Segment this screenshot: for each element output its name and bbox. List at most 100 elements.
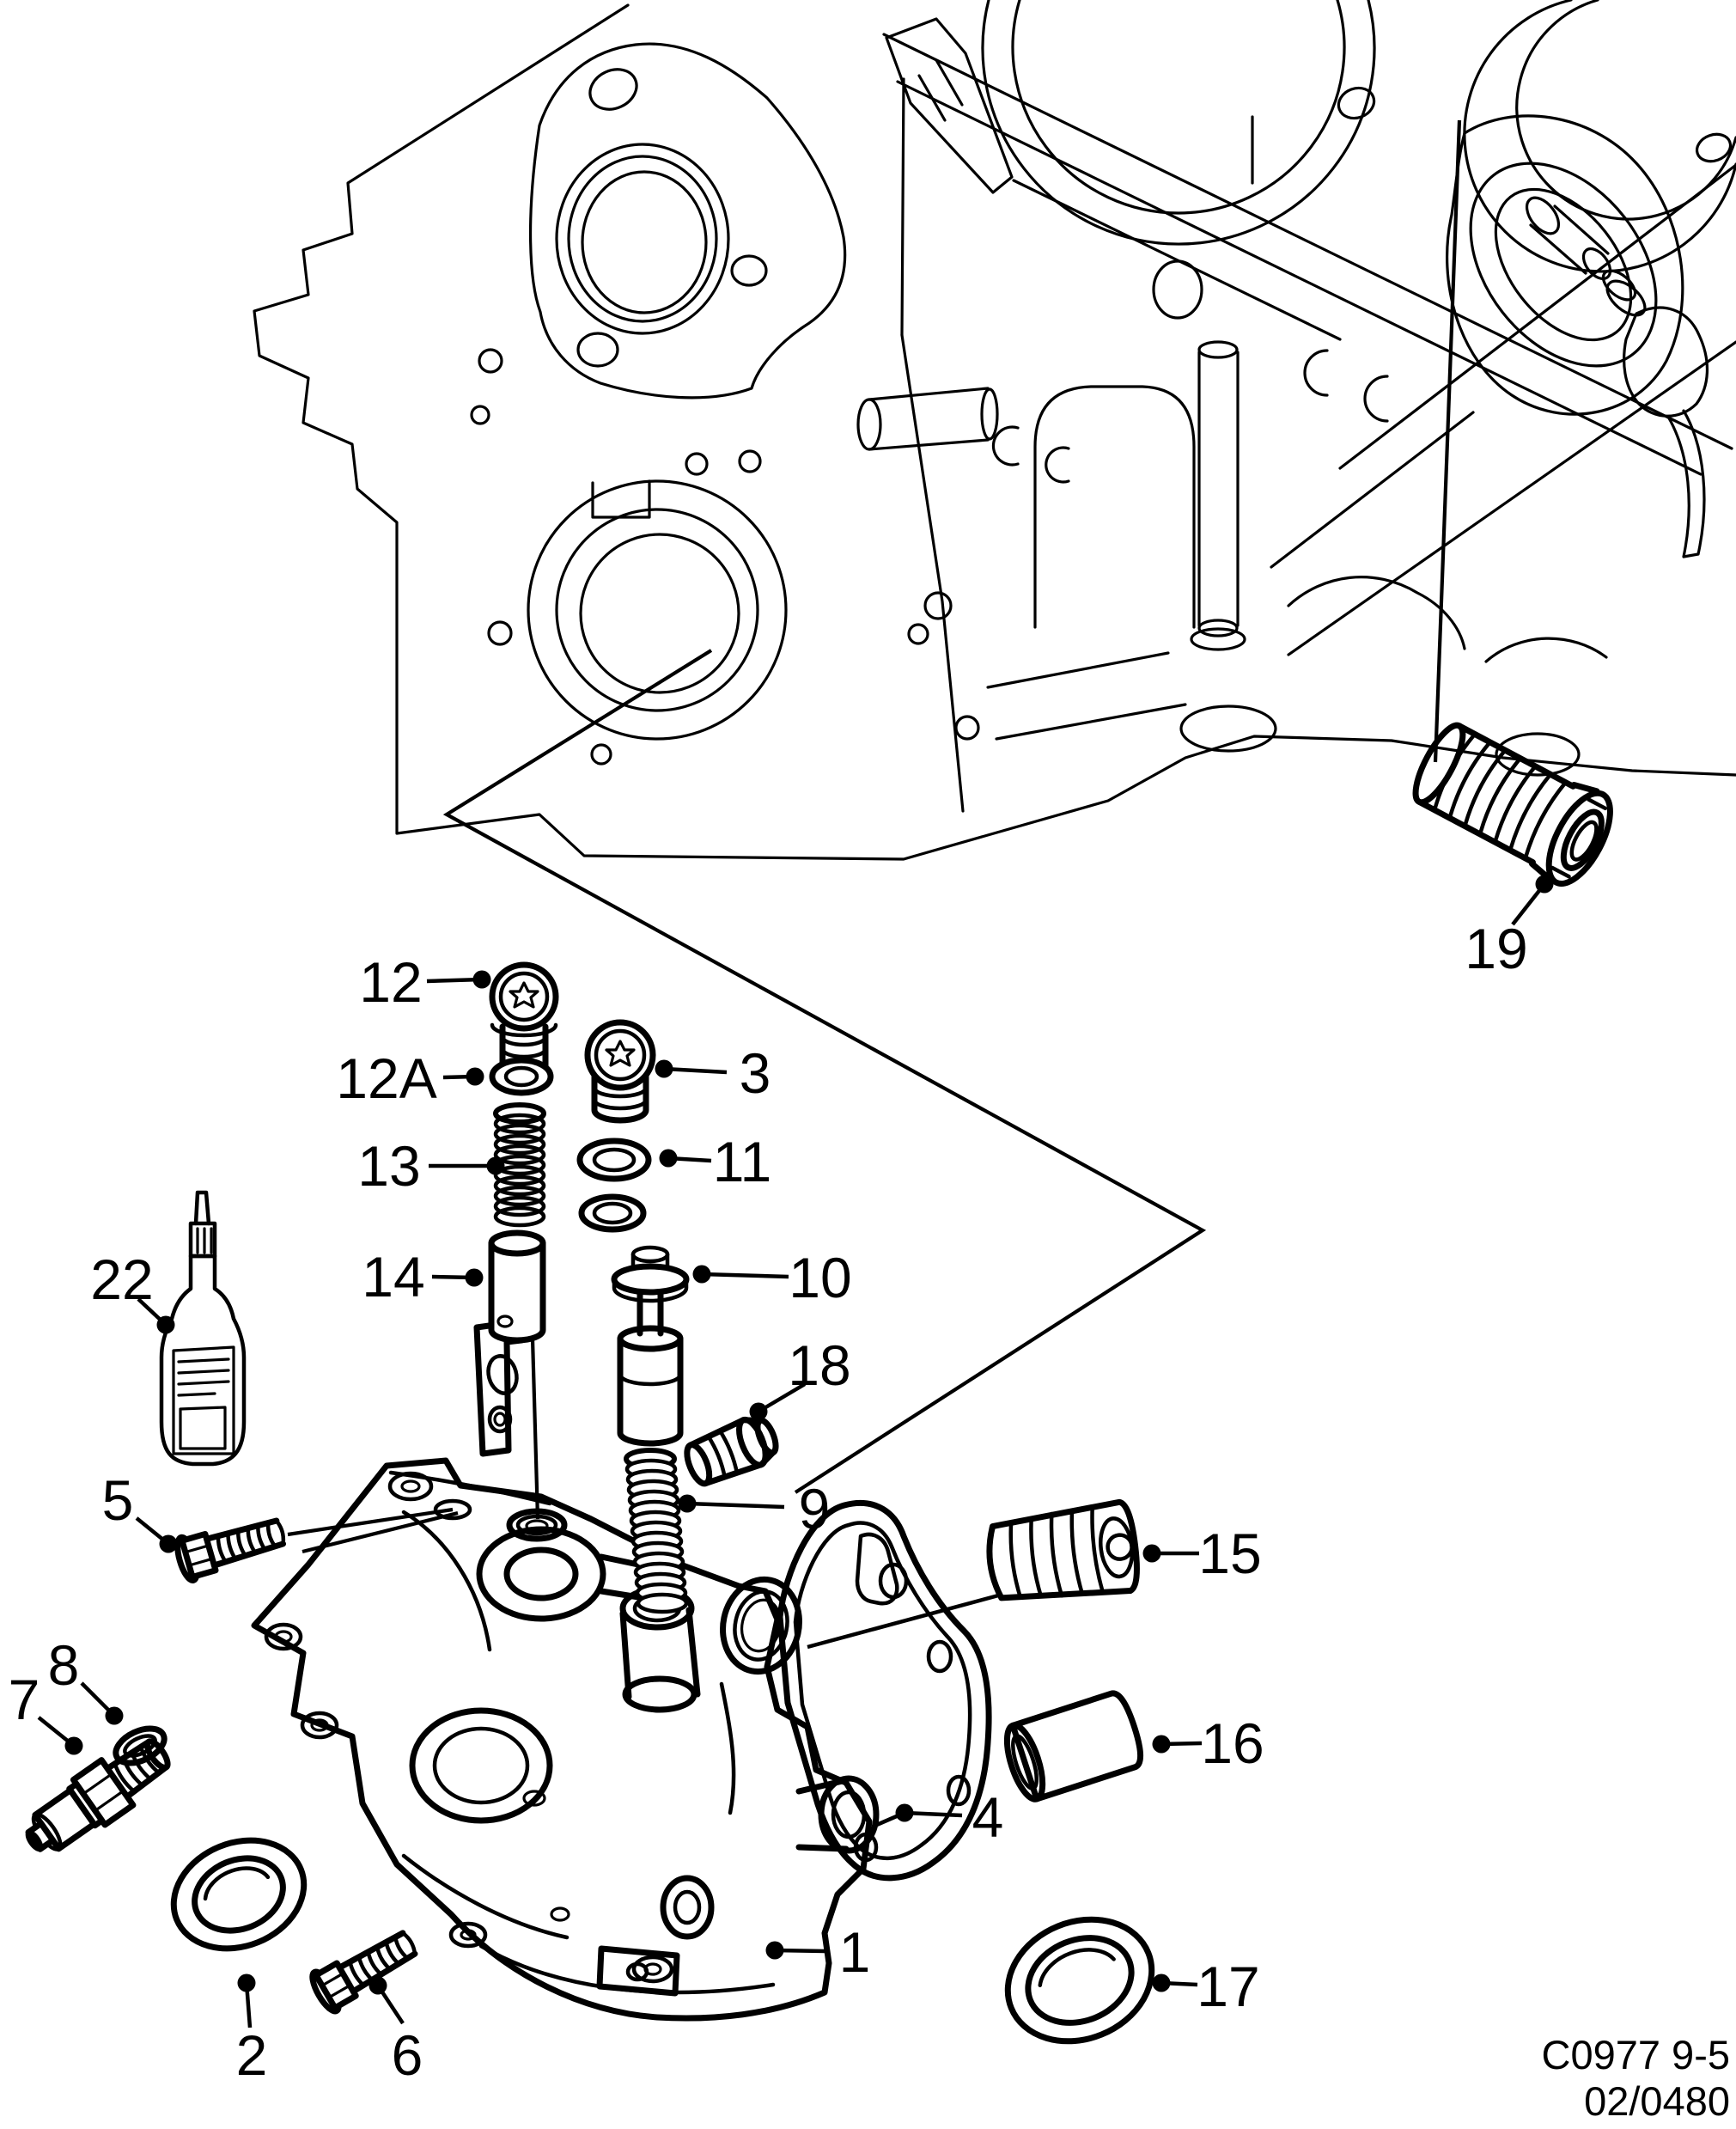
face-hole <box>685 452 709 476</box>
callout-label-12: 12 <box>359 950 422 1014</box>
plug18-end <box>754 1417 779 1456</box>
gallery-stub-end <box>856 398 882 451</box>
callout-dot-22 <box>156 1315 175 1334</box>
foot-tab <box>596 1945 680 1997</box>
sensor-hex-facets <box>82 1772 125 1813</box>
callout-label-10: 10 <box>789 1246 851 1309</box>
plug15-socket <box>1106 1533 1134 1561</box>
dowel-pin <box>1197 351 1240 627</box>
dowel-pin-base <box>1197 619 1239 637</box>
callout-label-14: 14 <box>362 1245 424 1309</box>
part-17-seal-ring-drawing <box>1004 1916 1155 2045</box>
callout-label-13: 13 <box>357 1134 420 1198</box>
face-hole <box>487 620 513 646</box>
callout-label-15: 15 <box>1198 1522 1261 1585</box>
plug18-body <box>687 1417 764 1486</box>
part-19-oil-filter-nipple-drawing <box>1412 722 1613 888</box>
callout-label-4: 4 <box>972 1785 1004 1849</box>
filter-boss-ring-inner <box>1494 187 1633 342</box>
coil <box>493 1164 546 1187</box>
part-12a-washer-drawing <box>489 1057 554 1096</box>
small-oval-hole <box>522 1790 546 1807</box>
lower-boss <box>660 1875 715 1940</box>
seal-ring-lower <box>578 1193 647 1233</box>
callout-dot-12 <box>472 970 491 989</box>
head-bolt-hole <box>1152 259 1203 320</box>
bracket-ring <box>487 1405 513 1434</box>
valve-flange <box>611 1263 690 1296</box>
seal-ring-lower-inner <box>592 1201 633 1225</box>
flange-opening-mid <box>567 155 718 323</box>
sleeve-hole <box>496 1315 514 1328</box>
torx-recess-icon <box>509 981 539 1009</box>
callout-dot-17 <box>1152 1973 1171 1992</box>
face-hole <box>478 348 503 374</box>
callout-dot-19 <box>1535 875 1554 894</box>
nipple-body <box>1416 723 1576 866</box>
washer-outer <box>489 1057 554 1096</box>
coil <box>636 1592 689 1614</box>
gallery-stub-far <box>980 387 999 441</box>
bottle-cap-ribs <box>196 1227 213 1254</box>
nipple-bore-inner <box>1569 820 1599 862</box>
part-2-seal-ring-drawing <box>170 1837 308 1952</box>
crank-opening-bore <box>579 533 740 694</box>
crank-opening-inner <box>555 508 759 712</box>
filter-boss-ring-outer <box>1469 162 1658 368</box>
screw-head-bottom <box>490 1022 558 1038</box>
bolt-tip <box>274 1518 286 1546</box>
sensor-tip <box>25 1820 57 1852</box>
callout-label-7: 7 <box>9 1668 40 1731</box>
sensor-tip-end <box>25 1829 44 1851</box>
part-9-spring-drawing <box>624 1448 689 1614</box>
crank-seal-bore-outer <box>409 1707 553 1824</box>
plug-body <box>591 1072 649 1124</box>
coil <box>493 1185 546 1207</box>
face-hole <box>907 623 929 645</box>
callout-leader-9 <box>686 1501 785 1510</box>
bottle-nozzle <box>193 1190 211 1226</box>
face-hole <box>923 591 953 620</box>
part-16-bushing-drawing <box>1003 1690 1144 1803</box>
flange-opening-inner <box>581 170 708 314</box>
part-7-oil-pressure-sensor-drawing <box>25 1738 171 1852</box>
filter-boss-outline <box>1446 114 1684 416</box>
filter-nipple-pointer <box>1433 119 1462 763</box>
bolt-ear <box>300 1711 339 1740</box>
bolt-head-facets <box>320 1972 351 1999</box>
part-1-oil-pump-housing-drawing <box>251 1457 880 2022</box>
callout-label-18: 18 <box>788 1333 850 1397</box>
foot-tab-hole <box>625 1961 649 1982</box>
bearing-bulkhead <box>1033 385 1196 629</box>
filter-stub-pipe <box>1529 204 1610 275</box>
plug-threads <box>592 1085 649 1111</box>
coil <box>493 1205 546 1228</box>
face-hole <box>738 449 762 473</box>
callout-dot-10 <box>692 1265 711 1284</box>
cylinder-bore-arc-right-inner <box>1515 0 1736 221</box>
valve-body-top <box>617 1325 684 1352</box>
callout-label-1: 1 <box>839 1920 871 1984</box>
top-bore-threaded-inner2 <box>525 1519 549 1533</box>
plug18-ribs <box>706 1428 740 1479</box>
seal17-lip <box>1038 1948 1116 1987</box>
head-bolt-hole <box>1695 132 1733 163</box>
coil <box>493 1113 546 1135</box>
callout-dot-1 <box>765 1941 784 1960</box>
figure-issue: 02/0480 <box>1584 2078 1730 2124</box>
bottle-label-box <box>172 1345 235 1455</box>
valve-body-line <box>618 1372 683 1387</box>
part-10-valve-piston-drawing <box>611 1245 690 1447</box>
face-hole <box>470 405 490 425</box>
face-hole <box>590 743 612 766</box>
part-3-torx-plug-drawing <box>584 1019 656 1124</box>
valve-flange-rim <box>612 1277 689 1303</box>
sensor-thread-end <box>143 1738 171 1771</box>
casting-lines <box>1287 576 1608 663</box>
sensor-thread-ribs <box>113 1745 161 1793</box>
valve-column-pointer <box>530 1338 540 1520</box>
bolt-threads <box>348 1935 410 1988</box>
bolt-ear-hole <box>310 1718 329 1732</box>
callout-label-9: 9 <box>799 1477 831 1540</box>
